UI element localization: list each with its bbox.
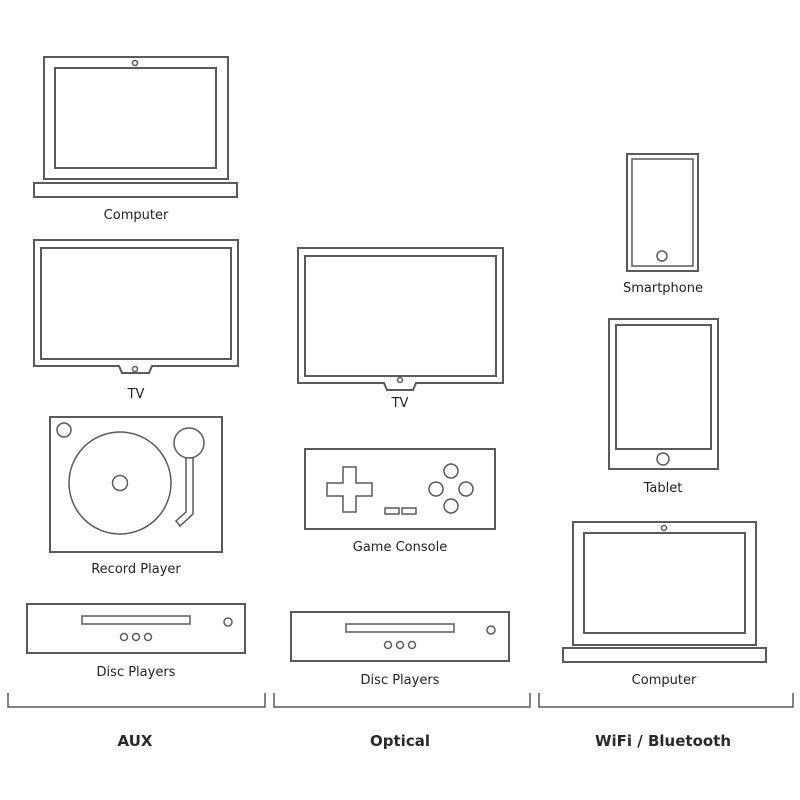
device-label: Disc Players bbox=[361, 673, 440, 688]
tablet-icon bbox=[608, 318, 719, 470]
tv-icon bbox=[33, 239, 239, 374]
device-label: Record Player bbox=[91, 562, 181, 577]
aux-group: Computer TV Record Player Disc Play bbox=[7, 56, 266, 750]
gamepad-icon bbox=[304, 448, 496, 530]
wifi-bluetooth-bracket bbox=[538, 693, 794, 708]
device-label: TV bbox=[391, 396, 409, 411]
disc-player-icon bbox=[26, 603, 246, 654]
device-label: TV bbox=[127, 387, 145, 402]
device-label: Smartphone bbox=[623, 281, 703, 296]
device-label: Game Console bbox=[353, 540, 447, 555]
device-label: Tablet bbox=[643, 481, 683, 496]
device-label: Computer bbox=[632, 673, 697, 688]
optical-group: TV Game Console Disc Players Optical bbox=[273, 247, 531, 750]
device-label: Disc Players bbox=[97, 665, 176, 680]
turntable-icon bbox=[49, 416, 223, 553]
laptop-icon bbox=[33, 56, 238, 198]
group-label-optical: Optical bbox=[370, 732, 430, 750]
disc-player-icon bbox=[290, 611, 510, 662]
smartphone-icon bbox=[626, 153, 699, 272]
optical-bracket bbox=[273, 693, 531, 708]
group-label-aux: AUX bbox=[118, 732, 153, 750]
aux-bracket bbox=[7, 693, 266, 708]
laptop-icon bbox=[562, 521, 767, 663]
device-label: Computer bbox=[104, 208, 169, 223]
tv-icon bbox=[297, 247, 504, 391]
group-label-wifi-bluetooth: WiFi / Bluetooth bbox=[595, 732, 731, 750]
wifi-bluetooth-group: Smartphone Tablet Computer WiFi / Blueto… bbox=[538, 153, 794, 750]
